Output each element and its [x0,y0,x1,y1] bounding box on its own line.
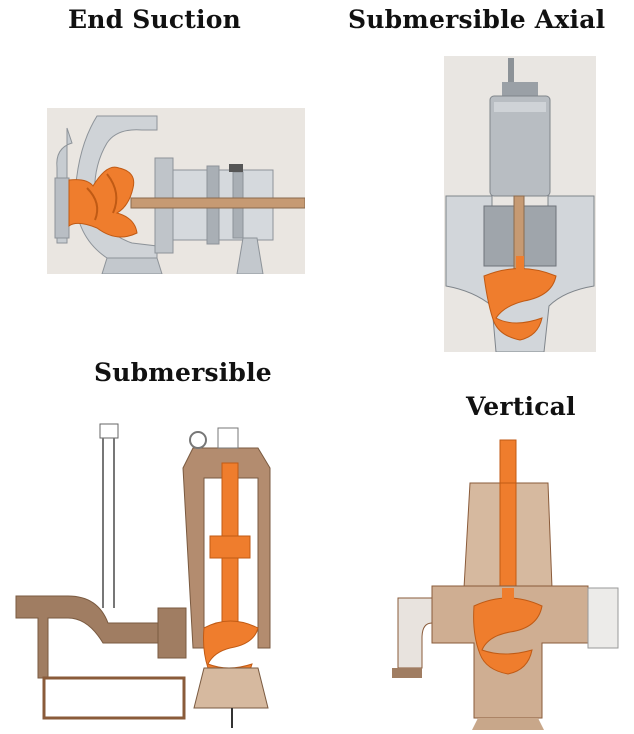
submersible-title: Submersible [94,358,272,387]
vertical-title: Vertical [466,392,576,421]
submersible-axial-pump-illustration [444,56,596,352]
submersible-pump-illustration [8,418,300,730]
vertical-pump-illustration [392,438,628,730]
end-suction-pump-illustration [47,108,305,274]
end-suction-title: End Suction [68,5,241,34]
submersible-axial-title: Submersible Axial [348,5,606,34]
